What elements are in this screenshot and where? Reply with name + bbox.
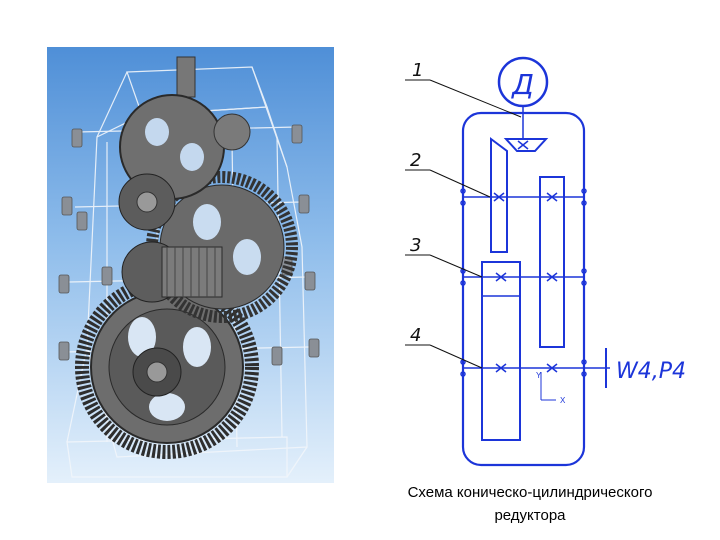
bevel-gear <box>118 94 251 231</box>
output-label: W4,P4 <box>616 359 686 384</box>
housing-outline <box>461 111 586 467</box>
motor-symbol: Д <box>497 56 549 108</box>
bearings <box>460 188 587 377</box>
kinematic-scheme: Д W4,P4 Y <box>405 56 686 467</box>
input-shaft <box>176 56 196 98</box>
axis-y-label: Y <box>536 371 542 380</box>
bevel-pinion <box>503 138 549 152</box>
large-gear <box>75 275 259 459</box>
axis-x-label: X <box>560 396 566 405</box>
middle-gear <box>121 171 298 323</box>
bevel-pinion-mark <box>517 140 529 150</box>
leader-lines <box>405 79 522 369</box>
axes-indicator <box>540 372 556 401</box>
motor-label: Д <box>510 68 534 101</box>
label-shaft-1: 1 <box>412 60 423 81</box>
label-shaft-2: 2 <box>410 150 421 171</box>
output-gear <box>481 261 521 441</box>
caption-line-2: редуктора <box>494 507 566 524</box>
intermediate-gear <box>539 176 565 348</box>
label-shaft-3: 3 <box>410 235 421 256</box>
gearbox-render-image <box>58 56 320 478</box>
gearbox-3d-render <box>47 47 334 483</box>
label-shaft-4: 4 <box>410 325 421 346</box>
housing-bolts <box>58 124 320 366</box>
caption-line-1: Схема коническо-цилиндрического <box>407 484 653 501</box>
gear-cross-marks <box>493 192 558 373</box>
shaft-lines <box>463 196 610 369</box>
bevel-wheel <box>490 137 508 253</box>
